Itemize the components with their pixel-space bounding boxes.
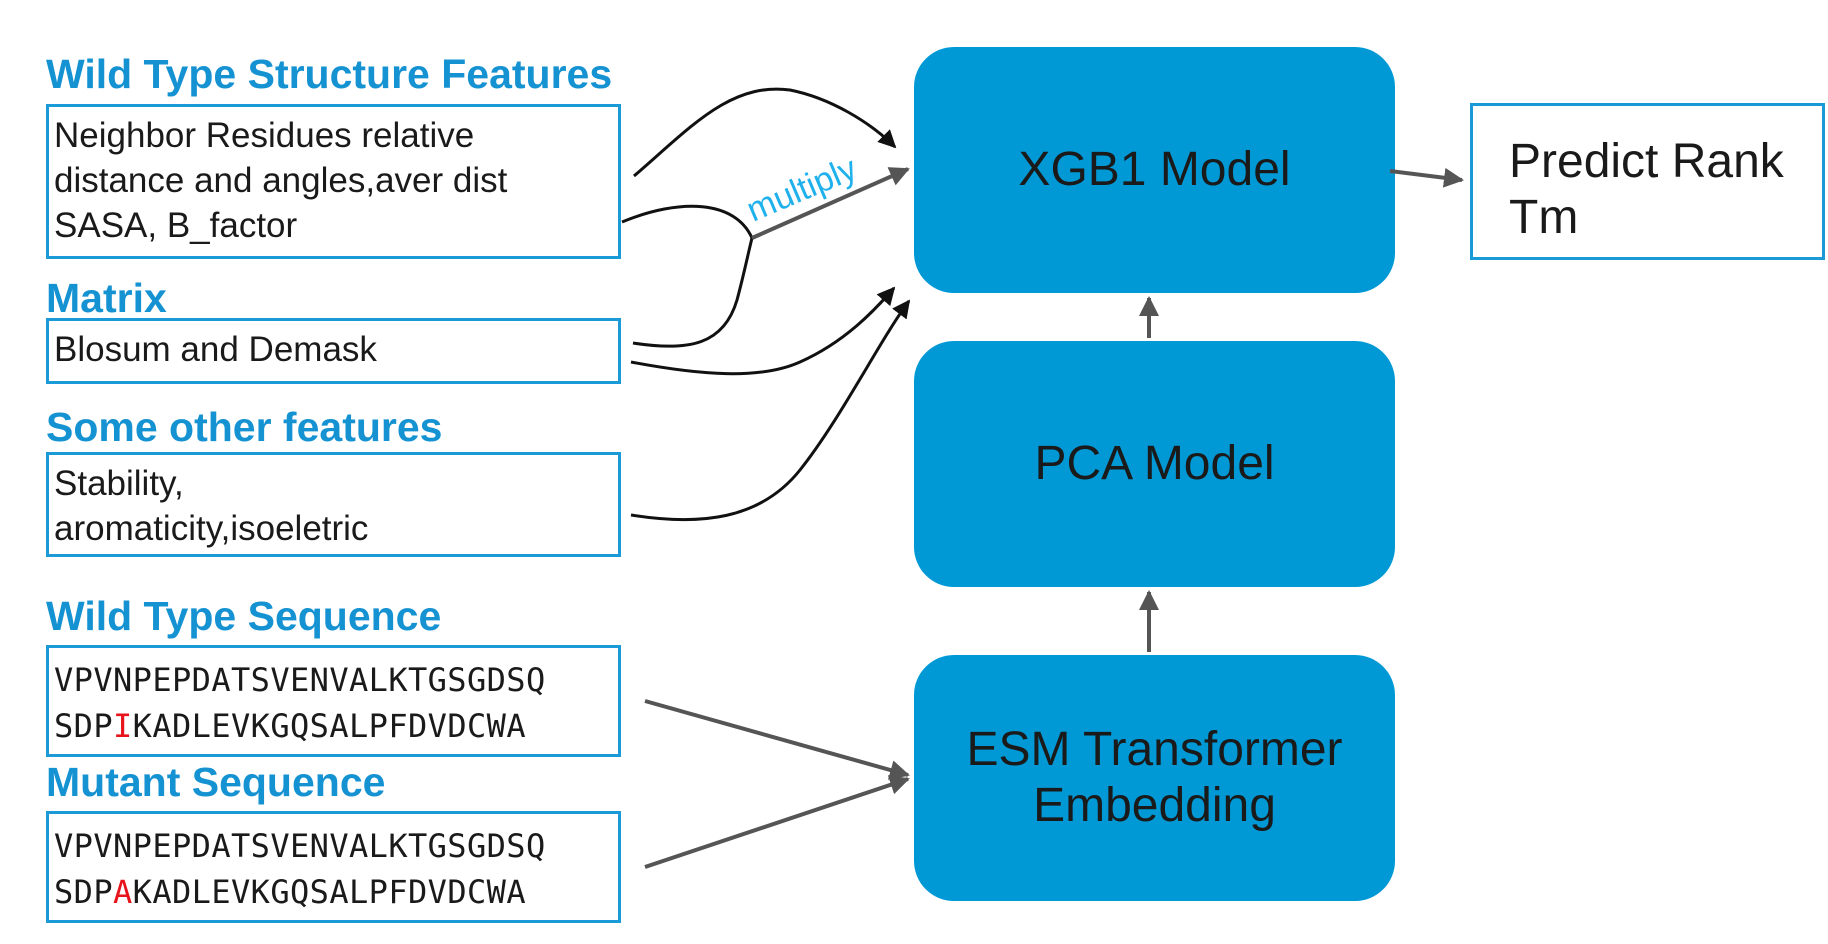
pca-model-node: PCA Model [914,341,1395,587]
pca-model-label: PCA Model [1034,437,1275,490]
sequence-suffix: KADLEVKGQSALPFDVDCWA [132,707,526,745]
output-label: Tm [1509,191,1579,244]
esm-model-label: Embedding [1033,779,1276,832]
other-feature-line: aromaticity,isoeletric [54,509,369,548]
other-feature-line: Stability, [54,464,184,503]
structure-to-multiply-curve [621,204,754,239]
sequence-line: VPVNPEPDATSVENVALKTGSGDSQ [54,827,546,865]
matrix-box: Blosum and Demask [46,318,621,384]
mutant-sequence-heading: Mutant Sequence [46,759,386,805]
multiply-to-xgb-arrow [751,167,910,240]
wild-type-sequence-box: VPVNPEPDATSVENVALKTGSGDSQ SDPIKADLEVKGQS… [46,645,621,757]
esm-embedding-node: ESM Transformer Embedding [914,655,1395,901]
sequence-prefix: SDP [54,873,113,911]
xgb1-model-label: XGB1 Model [1018,143,1291,196]
mutation-site-residue: I [113,707,133,745]
matrix-feature-line: Blosum and Demask [54,330,377,369]
mutation-site-residue: A [113,873,133,911]
output-label: Predict Rank [1509,135,1784,188]
xgb1-model-node: XGB1 Model [914,47,1395,293]
wild-type-structure-box: Neighbor Residues relative distance and … [46,104,621,259]
matrix-heading: Matrix [46,275,167,321]
sequence-line: SDPAKADLEVKGQSALPFDVDCWA [54,869,618,915]
output-box: Predict Rank Tm [1470,103,1825,260]
mutant-sequence-box: VPVNPEPDATSVENVALKTGSGDSQ SDPAKADLEVKGQS… [46,811,621,923]
sequence-suffix: KADLEVKGQSALPFDVDCWA [132,873,526,911]
xgb-to-output-arrow [1389,167,1464,188]
sequence-line: VPVNPEPDATSVENVALKTGSGDSQ [54,661,546,699]
mutant-sequence-to-esm-arrow [644,775,910,869]
wild-type-sequence-to-esm-arrow [644,699,910,780]
wild-type-sequence-heading: Wild Type Sequence [46,593,442,639]
structure-feature-line: Neighbor Residues relative [54,116,475,155]
other-features-heading: Some other features [46,404,443,450]
structure-feature-line: SASA, B_factor [54,206,298,245]
matrix-to-xgb-arrow [630,286,896,376]
structure-feature-line: distance and angles,aver dist [54,161,508,200]
matrix-to-multiply-curve [632,237,754,348]
structure-to-xgb-arrow [633,87,897,178]
sequence-prefix: SDP [54,707,113,745]
other-features-box: Stability, aromaticity,isoeletric [46,452,621,557]
other-features-to-xgb-arrow [630,299,911,522]
sequence-line: SDPIKADLEVKGQSALPFDVDCWA [54,703,618,749]
esm-model-label: ESM Transformer [966,723,1343,776]
wild-type-structure-heading: Wild Type Structure Features [46,51,613,97]
